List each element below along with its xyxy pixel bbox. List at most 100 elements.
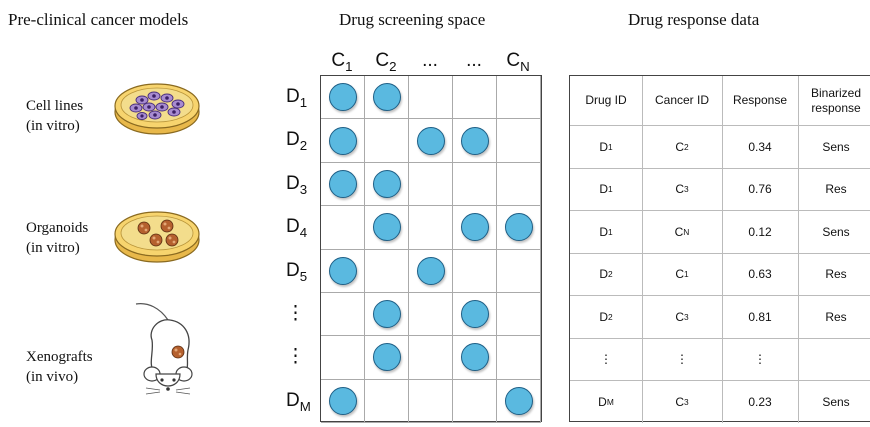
table-cell: 0.23: [748, 394, 772, 409]
grid-cell: [409, 76, 453, 120]
grid-cell: [321, 76, 365, 120]
screened-pair-dot: [460, 300, 489, 329]
table-cell: Res: [825, 267, 847, 281]
grid-row-header: D3: [286, 172, 308, 197]
table-cell: Res: [825, 182, 847, 196]
cell-lines-dish-image: [114, 83, 200, 135]
table-cell: Res: [825, 309, 847, 324]
table-cell: ⋮: [754, 352, 766, 366]
grid-row-header: D4: [286, 216, 308, 240]
grid-row-header: DM: [286, 389, 311, 414]
xenograft-mouse-image: [135, 303, 193, 395]
screened-pair-dot: [372, 343, 401, 372]
model-label-organoids: Organoids (in vitro): [26, 220, 89, 256]
grid-row-header: ⋮: [286, 302, 305, 324]
grid-cell: [497, 379, 541, 423]
grid-column-header: C2: [375, 50, 397, 74]
grid-cell: [365, 119, 409, 163]
screened-pair-dot: [460, 126, 489, 155]
grid-column-header: ...: [466, 50, 482, 71]
model-label-xenografts: Xenografts (in vivo): [26, 349, 93, 385]
grid-column-header: ...: [422, 50, 438, 71]
grid-cell: [321, 336, 365, 380]
grid-cell: [321, 206, 365, 250]
table-cell: 0.12: [748, 224, 772, 239]
screened-pair-dot: [460, 213, 489, 242]
grid-row-header: D5: [286, 259, 308, 284]
screened-pair-dot: [504, 386, 533, 415]
screened-pair-dot: [328, 386, 357, 415]
screened-pair-dot: [372, 213, 401, 242]
grid-cell: [497, 76, 541, 120]
grid-column-header: C1: [331, 50, 353, 74]
table-column-divider: [642, 76, 643, 423]
table-cell: Sens: [822, 139, 850, 154]
table-cell: ⋮: [600, 352, 612, 366]
grid-cell: [453, 206, 497, 250]
grid-cell: [365, 379, 409, 423]
model-label-cell-lines: Cell lines (in vitro): [26, 98, 84, 134]
table-row-divider: [570, 380, 870, 381]
grid-cell: [453, 76, 497, 120]
table-cell: Sens: [822, 394, 850, 409]
grid-cell: [409, 249, 453, 293]
screened-pair-dot: [328, 126, 357, 155]
grid-cell: [321, 162, 365, 207]
response-title: Drug response data: [628, 10, 760, 29]
screened-pair-dot: [372, 83, 401, 112]
grid-column-header: CN: [506, 50, 530, 74]
grid-cell: [365, 76, 409, 120]
organoids-dish-image: [114, 211, 200, 263]
table-cell: Sens: [822, 224, 850, 239]
grid-cell: [365, 162, 409, 207]
grid-row-header: D2: [286, 129, 308, 154]
grid-cell: [497, 119, 541, 163]
grid-cell: [453, 379, 497, 423]
table-row-divider: [570, 295, 870, 296]
table-cell: 0.34: [748, 139, 772, 154]
table-header: Binarized response: [810, 85, 862, 115]
screened-pair-dot: [460, 343, 489, 372]
grid-cell: [453, 249, 497, 293]
grid-cell: [365, 292, 409, 337]
screened-pair-dot: [328, 256, 357, 285]
table-header: Drug ID: [585, 93, 627, 107]
grid-cell: [409, 336, 453, 380]
grid-cell: [409, 292, 453, 337]
table-row-divider: [570, 125, 870, 126]
grid-row-header: D1: [286, 86, 308, 110]
grid-cell: [365, 249, 409, 293]
grid-cell: [409, 119, 453, 163]
table-cell: ⋮: [676, 352, 688, 366]
table-row-divider: [570, 167, 870, 169]
table-row-divider: [570, 210, 870, 211]
table-header: Cancer ID: [654, 93, 710, 107]
grid-cell: [321, 292, 365, 337]
table-cell: 0.63: [748, 267, 772, 281]
grid-cell: [409, 206, 453, 250]
screened-pair-dot: [328, 169, 357, 198]
models-title: Pre-clinical cancer models: [8, 10, 189, 29]
table-row-divider: [570, 252, 870, 254]
screened-pair-dot: [504, 213, 533, 242]
grid-cell: [497, 206, 541, 250]
grid-cell: [497, 162, 541, 207]
grid-cell: [321, 119, 365, 163]
table-cell: 0.81: [748, 309, 772, 324]
grid-cell: [365, 336, 409, 380]
grid-cell: [453, 119, 497, 163]
table-column-divider: [722, 76, 723, 423]
